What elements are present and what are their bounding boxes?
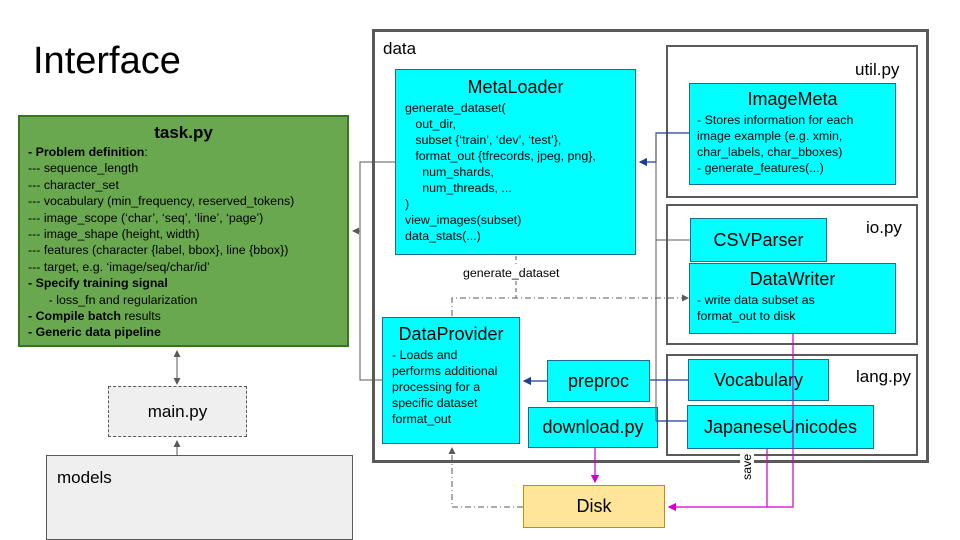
main-py-box: main.py	[108, 386, 247, 437]
dataprovider-datawriter-connector	[451, 294, 689, 316]
datawriter-line: - write data subset as	[697, 293, 815, 307]
dataprovider-box: DataProvider - Loads and performs additi…	[382, 317, 520, 444]
csvparser-metaloader-connector	[655, 133, 690, 241]
task-line: - Problem definition:	[28, 145, 148, 159]
dataprovider-heading: DataProvider	[398, 324, 504, 344]
imagemeta-line: image example (e.g. xmin,	[697, 129, 843, 143]
page-title: Interface	[33, 40, 181, 82]
imagemeta-line: - generate_features(...)	[697, 161, 824, 175]
dataprovider-line: format_out	[392, 412, 452, 426]
disk-box: Disk	[523, 485, 665, 528]
dataprovider-line: processing for a	[392, 380, 481, 394]
metaloader-line: subset {‘train’, ‘dev’, ‘test’},	[405, 133, 562, 147]
task-line: --- vocabulary (min_frequency, reserved_…	[28, 194, 295, 209]
imagemeta-heading: ImageMeta	[747, 89, 838, 109]
imagemeta-box: ImageMeta - Stores information for each …	[689, 83, 896, 185]
metaloader-box: MetaLoader generate_dataset( out_dir, su…	[395, 69, 636, 255]
task-line: --- image_scope (‘char’, ‘seq’, ‘line’, …	[28, 210, 264, 225]
task-line: --- sequence_length	[28, 161, 139, 176]
task-py-heading: task.py	[154, 123, 213, 142]
dataprovider-line: specific dataset	[392, 396, 478, 410]
metaloader-line: )	[405, 197, 410, 211]
save-label: save	[740, 451, 754, 482]
task-line: --- character_set	[28, 177, 119, 192]
util-py-panel	[666, 45, 918, 198]
generate-dataset-label: generate_dataset	[461, 266, 562, 280]
imagemeta-line: char_labels, char_bboxes)	[697, 145, 843, 159]
metaloader-heading: MetaLoader	[467, 77, 564, 97]
datawriter-disk-save-connector	[667, 334, 794, 512]
datawriter-line: format_out to disk	[697, 309, 796, 323]
disk-dataprovider-connector	[448, 447, 523, 508]
metaloader-line: num_shards,	[405, 165, 494, 179]
metaloader-line: out_dir,	[405, 117, 456, 131]
dataprovider-line: - Loads and	[392, 348, 458, 362]
download-py-box: download.py	[528, 407, 658, 448]
metaloader-line: num_threads, ...	[405, 181, 512, 195]
metaloader-line: generate_dataset(	[405, 101, 506, 115]
data-package-label: data	[383, 39, 417, 58]
io-py-panel	[666, 204, 918, 345]
task-line: - loss_fn and regularization	[28, 292, 198, 307]
task-line: - Compile batch results	[28, 309, 161, 324]
util-py-label: util.py	[855, 60, 900, 79]
task-line: --- features (character {label, bbox}, l…	[28, 243, 289, 258]
lang-py-label: lang.py	[856, 367, 911, 386]
metaloader-line: data_stats(...)	[405, 229, 481, 243]
japanese-unicodes-box: JapaneseUnicodes	[687, 405, 874, 449]
datawriter-box: DataWriter - write data subset as format…	[689, 263, 896, 334]
csvparser-box: CSVParser	[690, 218, 827, 262]
metaloader-line: format_out {tfrecords, jpeg, png},	[405, 149, 596, 163]
task-line: - Generic data pipeline	[28, 325, 161, 340]
dataprovider-line: performs additional	[392, 364, 498, 378]
metaloader-line: view_images(subset)	[405, 213, 522, 227]
models-box: models	[46, 455, 353, 540]
task-line: - Specify training signal	[28, 276, 168, 291]
dataprovider-task-connector	[359, 231, 382, 381]
vocabulary-box: Vocabulary	[688, 359, 829, 401]
datawriter-heading: DataWriter	[749, 269, 836, 289]
lang-py-panel	[666, 354, 918, 456]
task-py-box: task.py - Problem definition: --- sequen…	[18, 115, 349, 347]
io-py-label: io.py	[866, 218, 902, 237]
preproc-box: preproc	[547, 360, 650, 402]
imagemeta-metaloader-connector	[638, 132, 689, 167]
task-line: --- image_shape (height, width)	[28, 227, 200, 242]
task-line: --- target, e.g. ‘image/seq/char/id’	[28, 259, 210, 274]
metaloader-task-connector	[352, 161, 395, 235]
imagemeta-line: - Stores information for each	[697, 113, 854, 127]
